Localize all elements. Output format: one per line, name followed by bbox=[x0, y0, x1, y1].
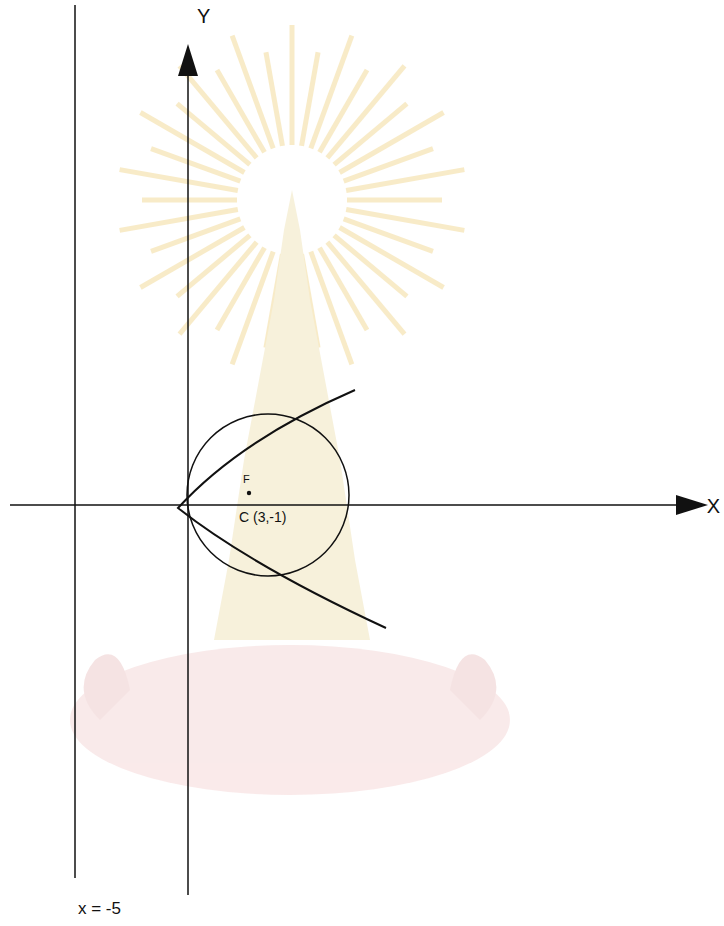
vertical-line bbox=[74, 5, 76, 878]
line-equation: x = -5 bbox=[78, 900, 121, 917]
parabola bbox=[178, 390, 386, 628]
axis-label: Y bbox=[197, 6, 210, 26]
watermark-ornament bbox=[84, 654, 497, 720]
watermark-ray bbox=[266, 52, 282, 146]
watermark-ray bbox=[142, 198, 237, 203]
watermark-ray bbox=[347, 198, 442, 203]
watermark-emblem bbox=[70, 25, 510, 795]
watermark-ray bbox=[346, 170, 464, 191]
watermark-ray bbox=[327, 242, 404, 334]
watermark-ray bbox=[290, 25, 295, 145]
point-label: C (3,-1) bbox=[239, 510, 286, 524]
circle bbox=[187, 414, 349, 576]
centre-point bbox=[247, 491, 251, 495]
x-arrowhead bbox=[676, 495, 708, 515]
watermark-ray bbox=[180, 66, 257, 158]
watermark-ray bbox=[120, 210, 238, 231]
watermark-base bbox=[70, 645, 510, 795]
y-arrowhead bbox=[178, 44, 198, 76]
x-axis bbox=[10, 504, 685, 506]
axis-label: X bbox=[707, 496, 720, 516]
point-label: F bbox=[243, 474, 250, 485]
